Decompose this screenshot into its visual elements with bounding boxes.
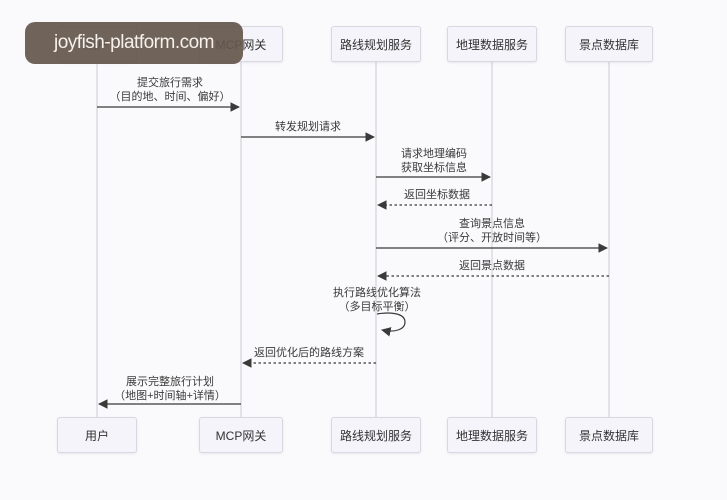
participant-bottom-user: 用户	[57, 417, 137, 453]
message-line: （地图+时间轴+详情）	[114, 390, 226, 402]
participant-bottom-geo-data: 地理数据服务	[447, 417, 537, 453]
message-line: （多目标平衡）	[338, 301, 416, 313]
watermark-overlay: joyfish-platform.com	[25, 22, 243, 64]
message-label-query-poi-info: 查询景点信息 （评分、开放时间等）	[437, 217, 547, 245]
message-line: 返回坐标数据	[404, 189, 470, 201]
participant-top-poi-database: 景点数据库	[565, 26, 653, 62]
message-line: 返回景点数据	[459, 260, 525, 272]
message-line: 提交旅行需求	[137, 77, 203, 89]
message-label-submit-travel-request: 提交旅行需求 （目的地、时间、偏好）	[110, 76, 231, 104]
message-line: 执行路线优化算法	[333, 287, 421, 299]
message-line: （目的地、时间、偏好）	[109, 91, 231, 103]
message-label-forward-planning-request: 转发规划请求	[275, 120, 341, 134]
participant-bottom-mcp-gateway: MCP网关	[199, 417, 283, 453]
message-line: 查询景点信息	[459, 218, 525, 230]
arrow-self-optimize-route	[376, 312, 406, 337]
participant-top-geo-data: 地理数据服务	[447, 26, 537, 62]
message-label-return-coordinates: 返回坐标数据	[404, 188, 470, 202]
message-label-return-poi-data: 返回景点数据	[459, 259, 525, 273]
message-line: 获取坐标信息	[401, 162, 467, 174]
participant-label: 地理数据服务	[455, 428, 528, 443]
message-line: 返回优化后的路线方案	[254, 347, 364, 359]
participant-label: 路线规划服务	[339, 428, 412, 443]
watermark-text: joyfish-platform.com	[54, 32, 215, 53]
participant-label: 景点数据库	[578, 37, 639, 52]
participant-label: 地理数据服务	[455, 37, 528, 52]
message-label-self-optimize-route: 执行路线优化算法 （多目标平衡）	[333, 286, 421, 314]
participant-label: 景点数据库	[578, 428, 639, 443]
participant-label: 用户	[84, 428, 109, 443]
participant-label: MCP网关	[215, 428, 267, 443]
message-line: （评分、开放时间等）	[437, 232, 547, 244]
message-label-request-geocoding: 请求地理编码 获取坐标信息	[401, 147, 467, 175]
participant-label: 路线规划服务	[339, 37, 412, 52]
message-line: 请求地理编码	[401, 148, 467, 160]
message-line: 展示完整旅行计划	[125, 376, 214, 388]
message-line: 转发规划请求	[275, 121, 341, 133]
participant-bottom-poi-database: 景点数据库	[565, 417, 653, 453]
message-label-return-optimized-route: 返回优化后的路线方案	[254, 346, 364, 360]
participant-top-route-planning: 路线规划服务	[331, 26, 421, 62]
message-label-show-travel-plan: 展示完整旅行计划 （地图+时间轴+详情）	[114, 375, 226, 403]
participant-bottom-route-planning: 路线规划服务	[331, 417, 421, 453]
